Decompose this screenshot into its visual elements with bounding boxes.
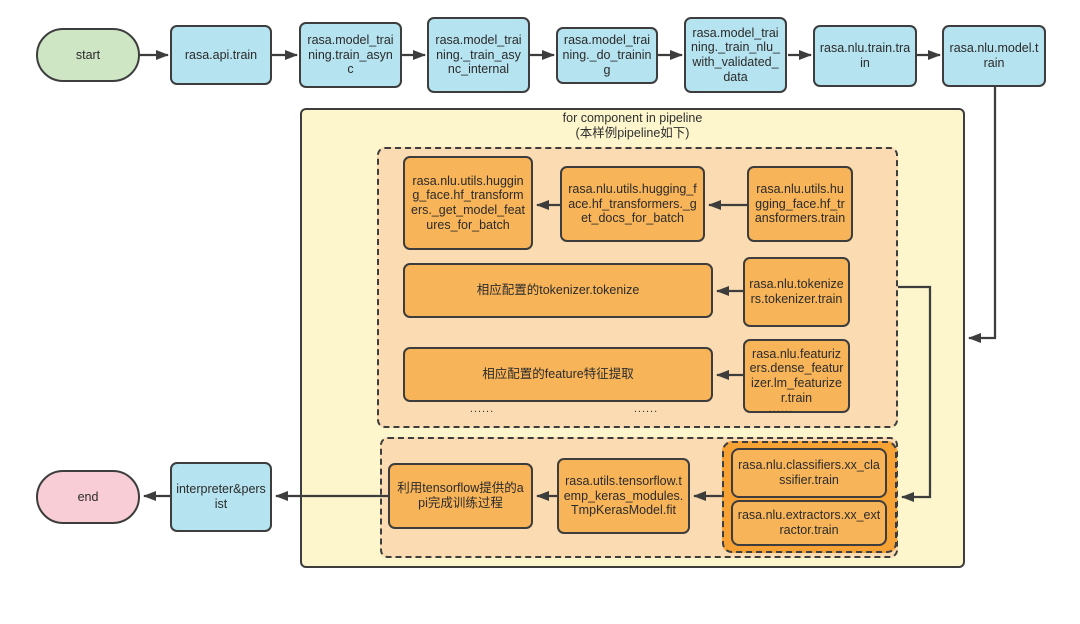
node-train-nlu-with-validated-data: rasa.model_training._train_nlu_with_vali… [684, 17, 787, 93]
node-feature-extract: 相应配置的feature特征提取 [403, 347, 713, 402]
ellipsis-mark: ...... [768, 403, 794, 415]
node-nlu-model-train: rasa.nlu.model.train [942, 25, 1046, 87]
node-tensorflow-api: 利用tensorflow提供的api完成训练过程 [388, 463, 533, 529]
for-component-title-line2: (本样例pipeline如下) [575, 125, 690, 140]
node-featurizer-train: rasa.nlu.featurizers.dense_featurizer.lm… [743, 339, 850, 413]
arrow [968, 87, 997, 343]
for-component-title-line1: for component in pipeline [562, 111, 703, 125]
node-hf-get-docs-for-batch: rasa.nlu.utils.hugging_face.hf_transform… [560, 166, 705, 242]
node-do-training: rasa.model_training._do_training [556, 27, 658, 84]
node-classifier-train: rasa.nlu.classifiers.xx_classifier.train [731, 448, 887, 498]
node-rasa-api-train: rasa.api.train [170, 25, 272, 85]
node-hf-transformers-train: rasa.nlu.utils.hugging_face.hf_transform… [747, 166, 853, 242]
ellipsis-mark: ...... [633, 403, 659, 415]
node-end: end [36, 470, 140, 524]
node-interpreter-persist: interpreter&persist [170, 462, 272, 532]
ellipsis-mark: ...... [469, 403, 495, 415]
node-train-async-internal: rasa.model_training._train_async_interna… [427, 17, 530, 93]
node-extractor-train: rasa.nlu.extractors.xx_extractor.train [731, 500, 887, 546]
node-nlu-train-train: rasa.nlu.train.train [813, 25, 917, 87]
node-start: start [36, 28, 140, 82]
arrow [898, 285, 932, 502]
node-tmp-keras-fit: rasa.utils.tensorflow.temp_keras_modules… [557, 458, 690, 534]
node-hf-get-model-features: rasa.nlu.utils.hugging_face.hf_transform… [403, 156, 533, 250]
for-component-title: for component in pipeline (本样例pipeline如下… [300, 111, 965, 141]
node-tokenizer-train: rasa.nlu.tokenizers.tokenizer.train [743, 257, 850, 327]
node-tokenizer-tokenize: 相应配置的tokenizer.tokenize [403, 263, 713, 318]
node-train-async: rasa.model_training.train_async [299, 22, 402, 88]
